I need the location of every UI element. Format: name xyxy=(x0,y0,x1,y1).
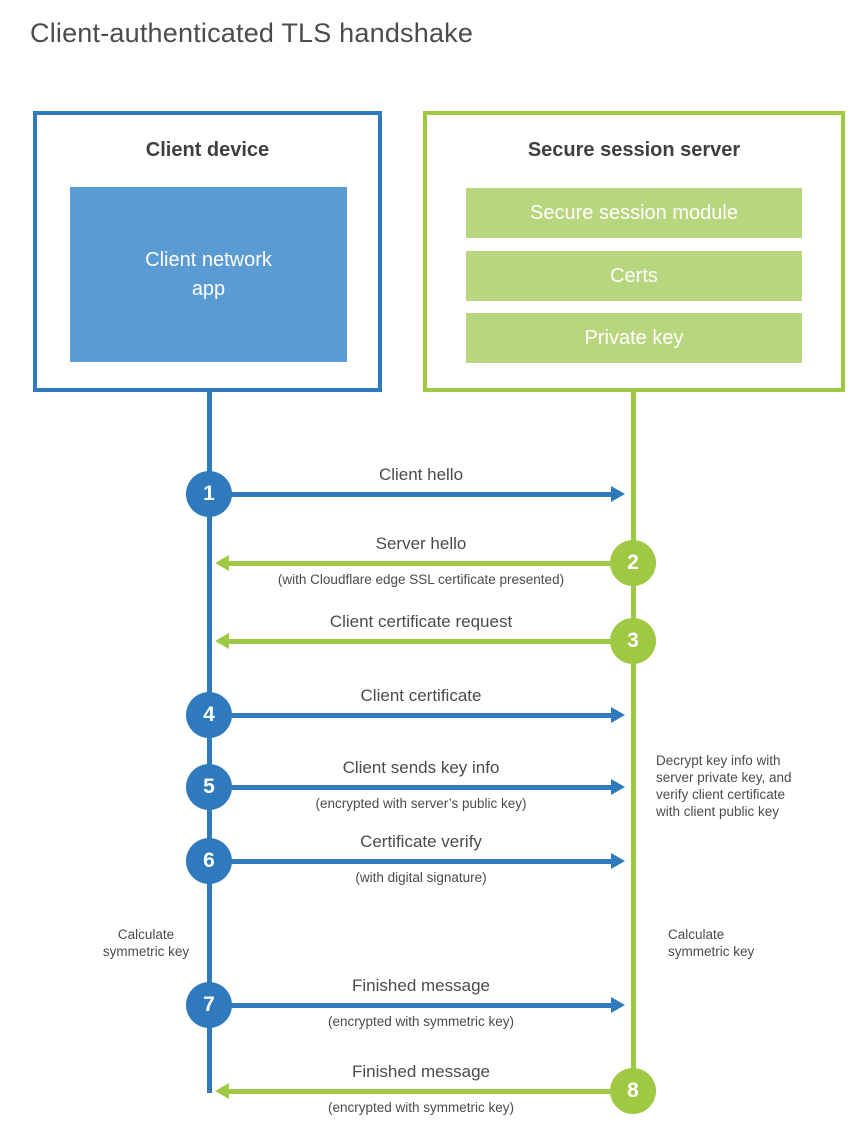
server-calculate-symmetric-key-note: Calculate symmetric key xyxy=(668,927,755,959)
arrowhead-right-icon xyxy=(611,779,625,795)
step-6-sublabel: (with digital signature) xyxy=(355,870,487,885)
step-3-badge: 3 xyxy=(610,618,656,664)
step-6-label: Certificate verify xyxy=(360,832,482,851)
step-7-label: Finished message xyxy=(352,976,490,995)
client-device-title: Client device xyxy=(145,139,270,161)
client-lifeline xyxy=(207,392,212,1093)
step-2-label: Server hello xyxy=(375,534,467,553)
step-1-badge: 1 xyxy=(186,471,232,517)
step-8-arrow xyxy=(215,1083,633,1099)
arrowhead-left-icon xyxy=(215,1083,229,1099)
server-decrypt-note: Decrypt key info with server private key… xyxy=(656,753,792,819)
step-4-badge: 4 xyxy=(186,692,232,738)
step-3-label: Client certificate request xyxy=(329,612,513,631)
arrowhead-left-icon xyxy=(215,555,229,571)
step-1-label: Client hello xyxy=(378,465,464,484)
client-network-app-box: Client network app xyxy=(70,187,347,362)
arrowhead-right-icon xyxy=(611,707,625,723)
step-8-badge: 8 xyxy=(610,1068,656,1114)
arrowhead-right-icon xyxy=(611,486,625,502)
step-5-label: Client sends key info xyxy=(342,758,500,777)
arrowhead-right-icon xyxy=(611,853,625,869)
arrowhead-right-icon xyxy=(611,997,625,1013)
step-7-arrow xyxy=(209,997,625,1013)
step-6-arrow xyxy=(209,853,625,869)
client-calculate-symmetric-key-note: Calculate symmetric key xyxy=(102,927,190,959)
private-key-bar: Private key xyxy=(466,313,802,363)
step-2-badge: 2 xyxy=(610,540,656,586)
secure-session-module-bar: Secure session module xyxy=(466,188,802,238)
step-8-label: Finished message xyxy=(352,1062,490,1081)
step-7-badge: 7 xyxy=(186,982,232,1028)
step-4-arrow xyxy=(209,707,625,723)
step-5-badge: 5 xyxy=(186,764,232,810)
step-5-sublabel: (encrypted with server’s public key) xyxy=(315,796,527,811)
step-2-arrow xyxy=(215,555,633,571)
server-lifeline xyxy=(631,392,636,1091)
arrowhead-left-icon xyxy=(215,633,229,649)
step-4-label: Client certificate xyxy=(360,686,482,705)
step-2-sublabel: (with Cloudflare edge SSL certificate pr… xyxy=(277,572,565,587)
step-1-arrow xyxy=(209,486,625,502)
page-title: Client-authenticated TLS handshake xyxy=(30,18,474,48)
step-8-sublabel: (encrypted with symmetric key) xyxy=(327,1100,515,1115)
step-5-arrow xyxy=(209,779,625,795)
certs-bar: Certs xyxy=(466,251,802,301)
step-3-arrow xyxy=(215,633,633,649)
step-6-badge: 6 xyxy=(186,838,232,884)
step-7-sublabel: (encrypted with symmetric key) xyxy=(327,1014,515,1029)
secure-session-server-title: Secure session server xyxy=(527,139,741,161)
